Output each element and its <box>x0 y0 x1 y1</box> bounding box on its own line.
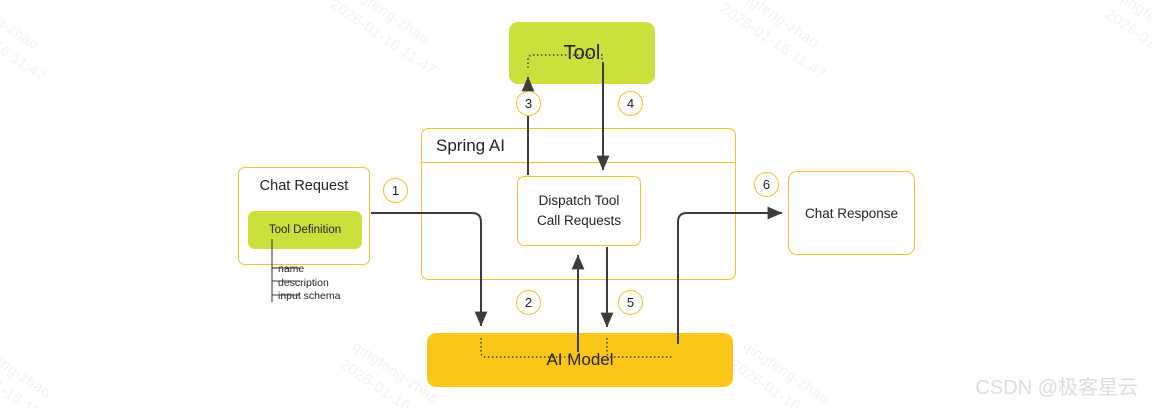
step-badge-5: 5 <box>618 290 643 315</box>
node-chat-request[interactable]: Chat Request Tool Definition <box>238 167 370 265</box>
step-badge-3-label: 3 <box>524 96 533 111</box>
step-badge-3: 3 <box>516 91 541 116</box>
node-chat-request-label: Chat Request <box>259 178 349 194</box>
node-dispatch-tool-call-requests[interactable]: Dispatch Tool Call Requests <box>517 176 641 246</box>
attribute-item: name <box>278 263 305 275</box>
spring-ai-label: Spring AI <box>436 135 505 155</box>
step-badge-6-label: 6 <box>762 177 771 192</box>
step-badge-5-label: 5 <box>626 295 635 310</box>
step-badge-6: 6 <box>754 172 779 197</box>
csdn-watermark: CSDN @极客星云 <box>975 377 1138 399</box>
attribute-item: input schema <box>278 290 341 302</box>
node-dispatch-label: Dispatch Tool Call Requests <box>537 191 621 230</box>
node-tool[interactable]: Tool <box>509 22 655 84</box>
node-chat-response[interactable]: Chat Response <box>788 171 915 255</box>
node-tool-definition[interactable]: Tool Definition <box>248 211 362 249</box>
step-badge-1: 1 <box>383 178 408 203</box>
step-badge-1-label: 1 <box>391 183 400 198</box>
node-dispatch-label-line2: Call Requests <box>536 213 622 228</box>
attribute-item: description <box>278 276 329 289</box>
node-tool-label: Tool <box>563 41 601 64</box>
node-tool-definition-label: Tool Definition <box>268 224 342 236</box>
step-badge-2: 2 <box>516 290 541 315</box>
tool-definition-attributes: name description input schema <box>278 263 340 304</box>
spring-ai-header: Spring AI <box>422 129 735 163</box>
step-badge-2-label: 2 <box>524 295 533 310</box>
node-chat-response-label: Chat Response <box>804 205 899 221</box>
step-badge-4: 4 <box>618 91 643 116</box>
step-badge-4-label: 4 <box>626 96 635 111</box>
node-dispatch-label-line1: Dispatch Tool <box>538 193 620 209</box>
node-ai-model-label: AI Model <box>546 350 614 369</box>
node-ai-model[interactable]: AI Model <box>427 333 733 387</box>
